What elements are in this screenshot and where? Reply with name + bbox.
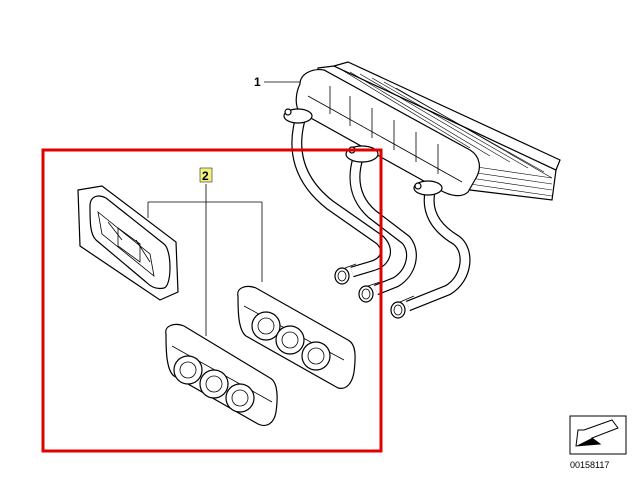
seal-rectangular <box>77 185 179 301</box>
seal-hole <box>173 355 203 385</box>
doc-number: 00158117 <box>570 460 609 470</box>
seal-hole <box>225 383 255 413</box>
arrow-icon <box>569 415 627 455</box>
heater-core-body <box>283 61 561 201</box>
heater-core <box>283 61 561 319</box>
highlight-box <box>41 148 383 453</box>
pipe-clamp <box>345 145 379 163</box>
seal-hole <box>301 341 331 371</box>
pipe-clamp <box>413 180 443 196</box>
pipe-clamp <box>283 108 313 124</box>
callout-2-label: 2 <box>202 169 209 183</box>
seal-hole <box>251 311 281 341</box>
seal-triple-lower <box>165 323 278 427</box>
callout-2-highlight <box>199 167 213 183</box>
seal-hole <box>199 369 229 399</box>
callout-1-label: 1 <box>254 75 261 89</box>
core-fins <box>341 69 553 197</box>
seal-hole <box>275 325 305 355</box>
seal-triple-upper <box>237 285 356 389</box>
callout-2-leaders <box>147 184 263 336</box>
